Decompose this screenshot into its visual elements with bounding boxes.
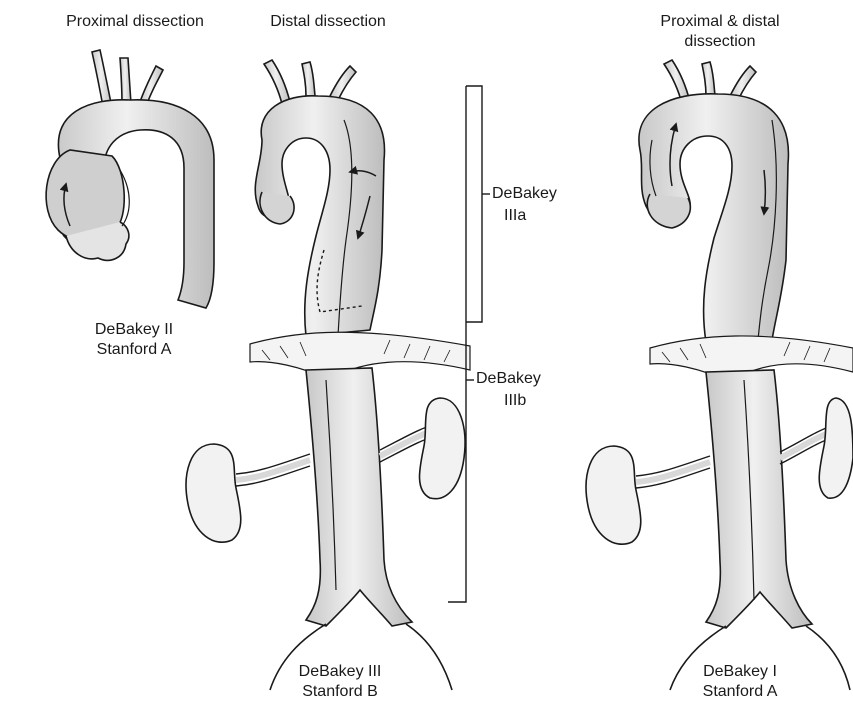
branch-vessel: [302, 62, 315, 96]
right-caption-line2: Stanford A: [660, 682, 820, 701]
abdominal-aorta: [306, 368, 412, 626]
branch-vessel: [140, 66, 163, 104]
left-panel-heading: Proximal dissection: [30, 12, 240, 31]
right-caption-line1: DeBakey I: [660, 662, 820, 681]
proximal-arch-illustration: [46, 50, 214, 308]
middle-caption-line2: Stanford B: [260, 682, 420, 701]
bracket-lower-label-line2: IIIb: [504, 391, 526, 410]
bracket-upper-label-line2: IIIa: [504, 206, 526, 225]
kidney: [420, 398, 466, 499]
branch-vessel: [330, 66, 356, 100]
branch-vessel: [264, 60, 290, 104]
bracket-debakey-iiia: [466, 86, 490, 322]
kidney: [819, 398, 853, 498]
middle-panel-heading: Distal dissection: [248, 12, 408, 31]
branch-vessel: [120, 58, 131, 104]
abdominal-aorta: [706, 370, 812, 628]
distal-aorta-illustration: [186, 60, 470, 690]
kidney: [186, 444, 241, 542]
branch-vessel: [702, 62, 715, 96]
kidney: [586, 446, 641, 544]
right-panel-heading-line2: dissection: [630, 32, 810, 51]
full-dissection-illustration: [586, 60, 853, 690]
bracket-upper-label-line1: DeBakey: [492, 184, 557, 203]
bracket-lower-label-line1: DeBakey: [476, 369, 541, 388]
aortic-root: [260, 192, 294, 224]
left-caption-line1: DeBakey II: [54, 320, 214, 339]
left-caption-line2: Stanford A: [54, 340, 214, 359]
right-panel-heading-line1: Proximal & distal: [630, 12, 810, 31]
middle-caption-line1: DeBakey III: [260, 662, 420, 681]
aortic-root: [647, 194, 690, 228]
